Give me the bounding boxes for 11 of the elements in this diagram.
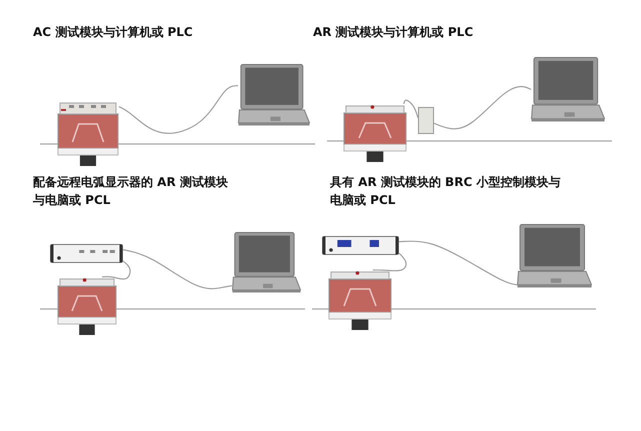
cable <box>118 85 238 134</box>
cable <box>403 100 419 118</box>
panel-title: AC 测试模块与计算机或 PLC <box>33 24 194 41</box>
cable <box>398 240 518 286</box>
panel-title: 具有 AR 测试模块的 BRC 小型控制模块与电脑或 PCL <box>330 174 562 209</box>
panel-title: 配备远程电弧显示器的 AR 测试模块与电脑或 PCL <box>33 174 229 209</box>
panel-title: AR 测试模块与计算机或 PLC <box>313 24 474 41</box>
cable <box>434 86 532 130</box>
cable <box>122 249 232 290</box>
cable <box>372 252 407 272</box>
cable <box>102 260 131 280</box>
